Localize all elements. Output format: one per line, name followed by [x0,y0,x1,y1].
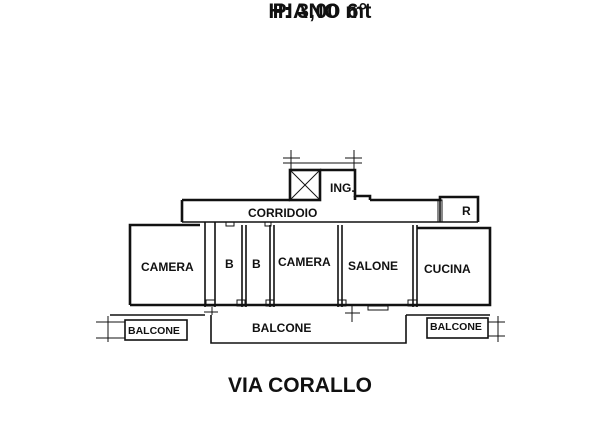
room-label-bagno-2: B [252,257,261,271]
stair-core [283,150,362,202]
room-label-ingresso: ING. [330,181,355,195]
apartment-walls [128,199,492,311]
balcony-label-center: BALCONE [252,321,311,335]
corridor-walls [180,195,480,223]
room-label-corridoio: CORRIDOIO [248,206,317,220]
balconies-outline [96,304,505,344]
room-label-bagno-1: B [225,257,234,271]
room-label-ripostiglio: R [462,204,471,218]
room-label-cucina: CUCINA [424,262,471,276]
floor-title: PIANO 6° [272,0,368,23]
balcony-label-left: BALCONE [128,325,180,337]
street-name: VIA CORALLO [228,374,372,397]
room-label-camera-1: CAMERA [141,260,194,274]
room-label-salone: SALONE [348,259,398,273]
balcony-label-right: BALCONE [430,321,482,333]
entrance-walls [320,168,372,200]
ceiling-height: H: 3,00 mt [268,0,372,23]
room-label-camera-2: CAMERA [278,255,331,269]
